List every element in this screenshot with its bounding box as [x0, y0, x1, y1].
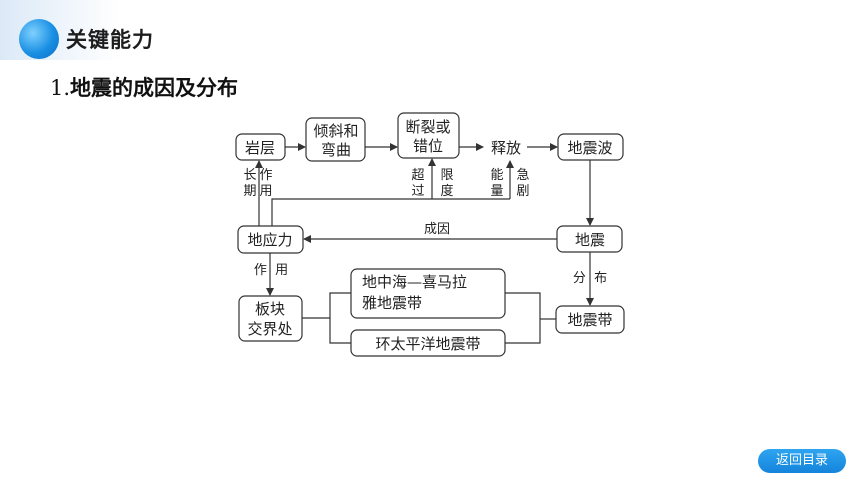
- label-exceed-b: 过: [411, 184, 424, 199]
- label-eq-belt: 地震带: [567, 311, 612, 329]
- label-sudden-a: 急: [516, 168, 529, 183]
- label-cause: 成因: [424, 222, 450, 237]
- label-exceed-a: 超: [411, 168, 424, 183]
- label-energy-a: 能: [490, 168, 503, 183]
- bracket-right: [505, 292, 541, 344]
- label-action-h: 作 用: [254, 263, 288, 278]
- label-crustal-stress: 地应力: [247, 231, 292, 249]
- label-limit-a: 限: [440, 168, 453, 183]
- topic-heading: 1.地震的成因及分布: [50, 72, 238, 102]
- topic-number: 1.: [50, 76, 71, 100]
- back-to-contents-button[interactable]: 返回目录: [758, 449, 846, 473]
- label-action-a: 作: [259, 168, 272, 183]
- label-earthquake: 地震: [575, 231, 605, 249]
- label-tilt-bend-2: 弯曲: [321, 141, 351, 159]
- label-plate-1: 板块: [255, 300, 285, 318]
- label-distribution: 分 布: [573, 271, 607, 286]
- label-fracture-1: 断裂或: [405, 118, 450, 136]
- stress-bus-line: [271, 198, 510, 226]
- label-tilt-bend-1: 倾斜和: [313, 122, 358, 140]
- label-plate-2: 交界处: [247, 320, 292, 338]
- label-seismic-wave: 地震波: [567, 139, 612, 157]
- label-limit-b: 度: [440, 183, 453, 199]
- bracket-left: [302, 292, 351, 319]
- label-med-himalaya-1: 地中海—喜马拉: [362, 273, 467, 291]
- label-release: 释放: [491, 139, 521, 157]
- label-sudden-b: 剧: [516, 184, 529, 199]
- label-long-term-b: 期: [243, 184, 256, 199]
- label-med-himalaya-2: 雅地震带: [362, 294, 422, 312]
- label-rock-layer: 岩层: [245, 139, 275, 157]
- label-action-b: 用: [259, 184, 272, 199]
- section-title: 关键能力: [66, 28, 154, 52]
- box-tilt-bend: [305, 117, 366, 162]
- label-long-term-a: 长: [243, 168, 256, 183]
- section-logo-icon: [19, 19, 59, 59]
- label-circum-pacific: 环太平洋地震带: [375, 335, 480, 353]
- label-fracture-2: 错位: [413, 137, 443, 155]
- label-energy-b: 量: [490, 184, 503, 199]
- topic-text: 地震的成因及分布: [70, 75, 239, 100]
- bracket-left-low: [329, 318, 351, 344]
